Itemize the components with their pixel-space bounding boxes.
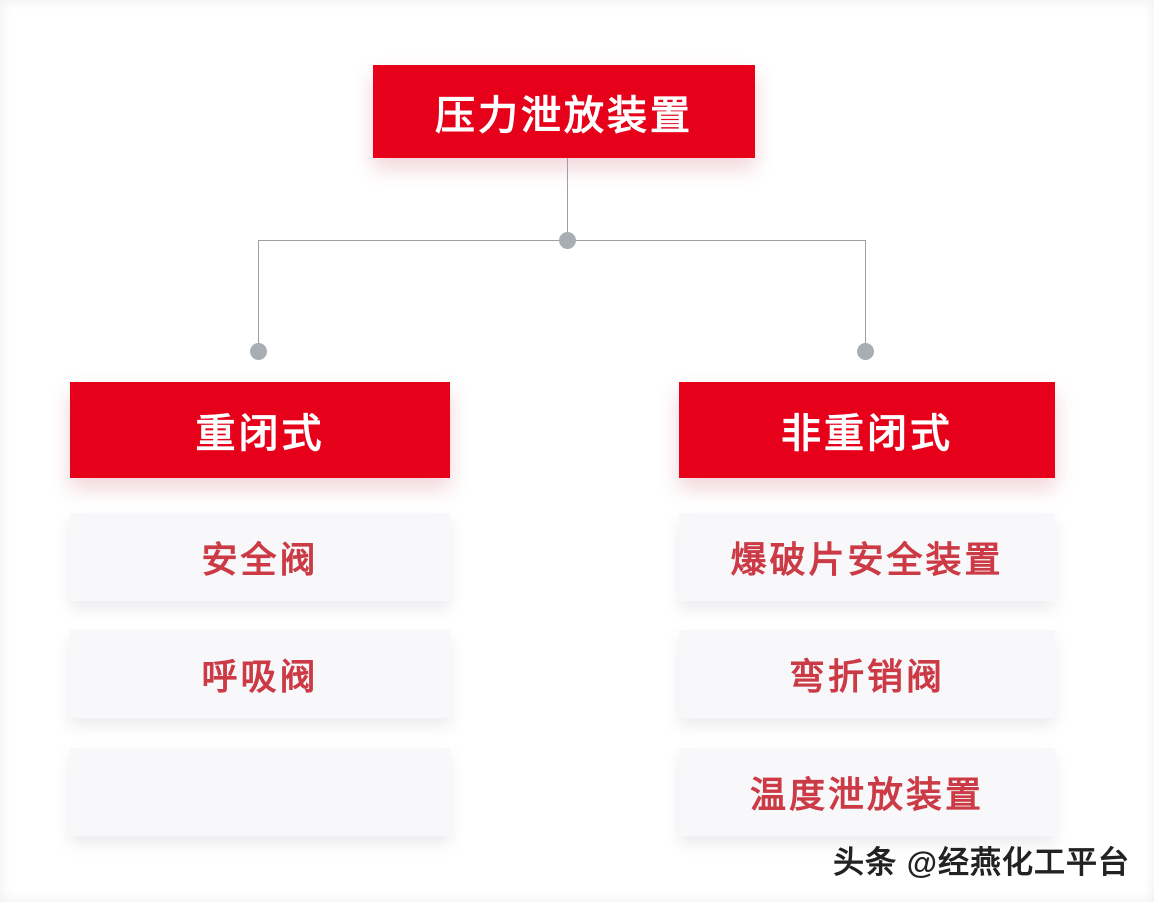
connector-right-stem — [865, 240, 866, 345]
root-node-pressure-relief-device: 压力泄放装置 — [373, 65, 755, 158]
connector-left-stem — [258, 240, 259, 345]
connector-root-stem — [567, 158, 568, 240]
junction-dot-center — [559, 232, 576, 249]
item-temperature-relief-device: 温度泄放装置 — [679, 748, 1055, 836]
item-breathing-valve: 呼吸阀 — [70, 630, 450, 718]
junction-dot-left — [250, 343, 267, 360]
branch-header-non-reclosing: 非重闭式 — [679, 382, 1055, 478]
item-empty — [70, 748, 450, 836]
watermark-text: 头条 @经燕化工平台 — [833, 845, 1130, 880]
item-buckling-pin-valve: 弯折销阀 — [679, 630, 1055, 718]
item-safety-valve: 安全阀 — [70, 513, 450, 601]
item-rupture-disc-device: 爆破片安全装置 — [679, 513, 1055, 601]
junction-dot-right — [857, 343, 874, 360]
branch-header-reclosing: 重闭式 — [70, 382, 450, 478]
